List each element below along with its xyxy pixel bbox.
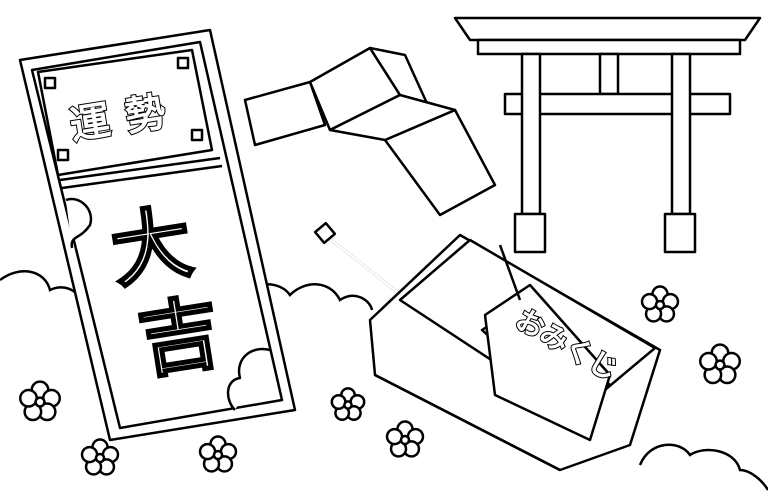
plum-blossom-icon xyxy=(80,438,120,476)
torii-gate xyxy=(453,16,762,254)
plum-blossom-icon xyxy=(698,343,742,385)
plum-blossom-icon xyxy=(330,387,366,422)
omikuji-box: おみくじ xyxy=(313,221,662,472)
folded-paper xyxy=(243,46,497,217)
cloud-right xyxy=(638,443,768,491)
plum-blossom-icon xyxy=(640,285,680,323)
fortune-result-kichi: 吉 xyxy=(133,285,227,389)
fortune-result-dai: 大 xyxy=(105,195,199,299)
plum-blossom-icon xyxy=(198,435,238,473)
plum-blossoms xyxy=(18,285,742,476)
plum-blossom-icon xyxy=(18,380,62,422)
plum-blossom-icon xyxy=(385,420,425,458)
fortune-slip: 運勢 大 吉 xyxy=(18,28,297,442)
